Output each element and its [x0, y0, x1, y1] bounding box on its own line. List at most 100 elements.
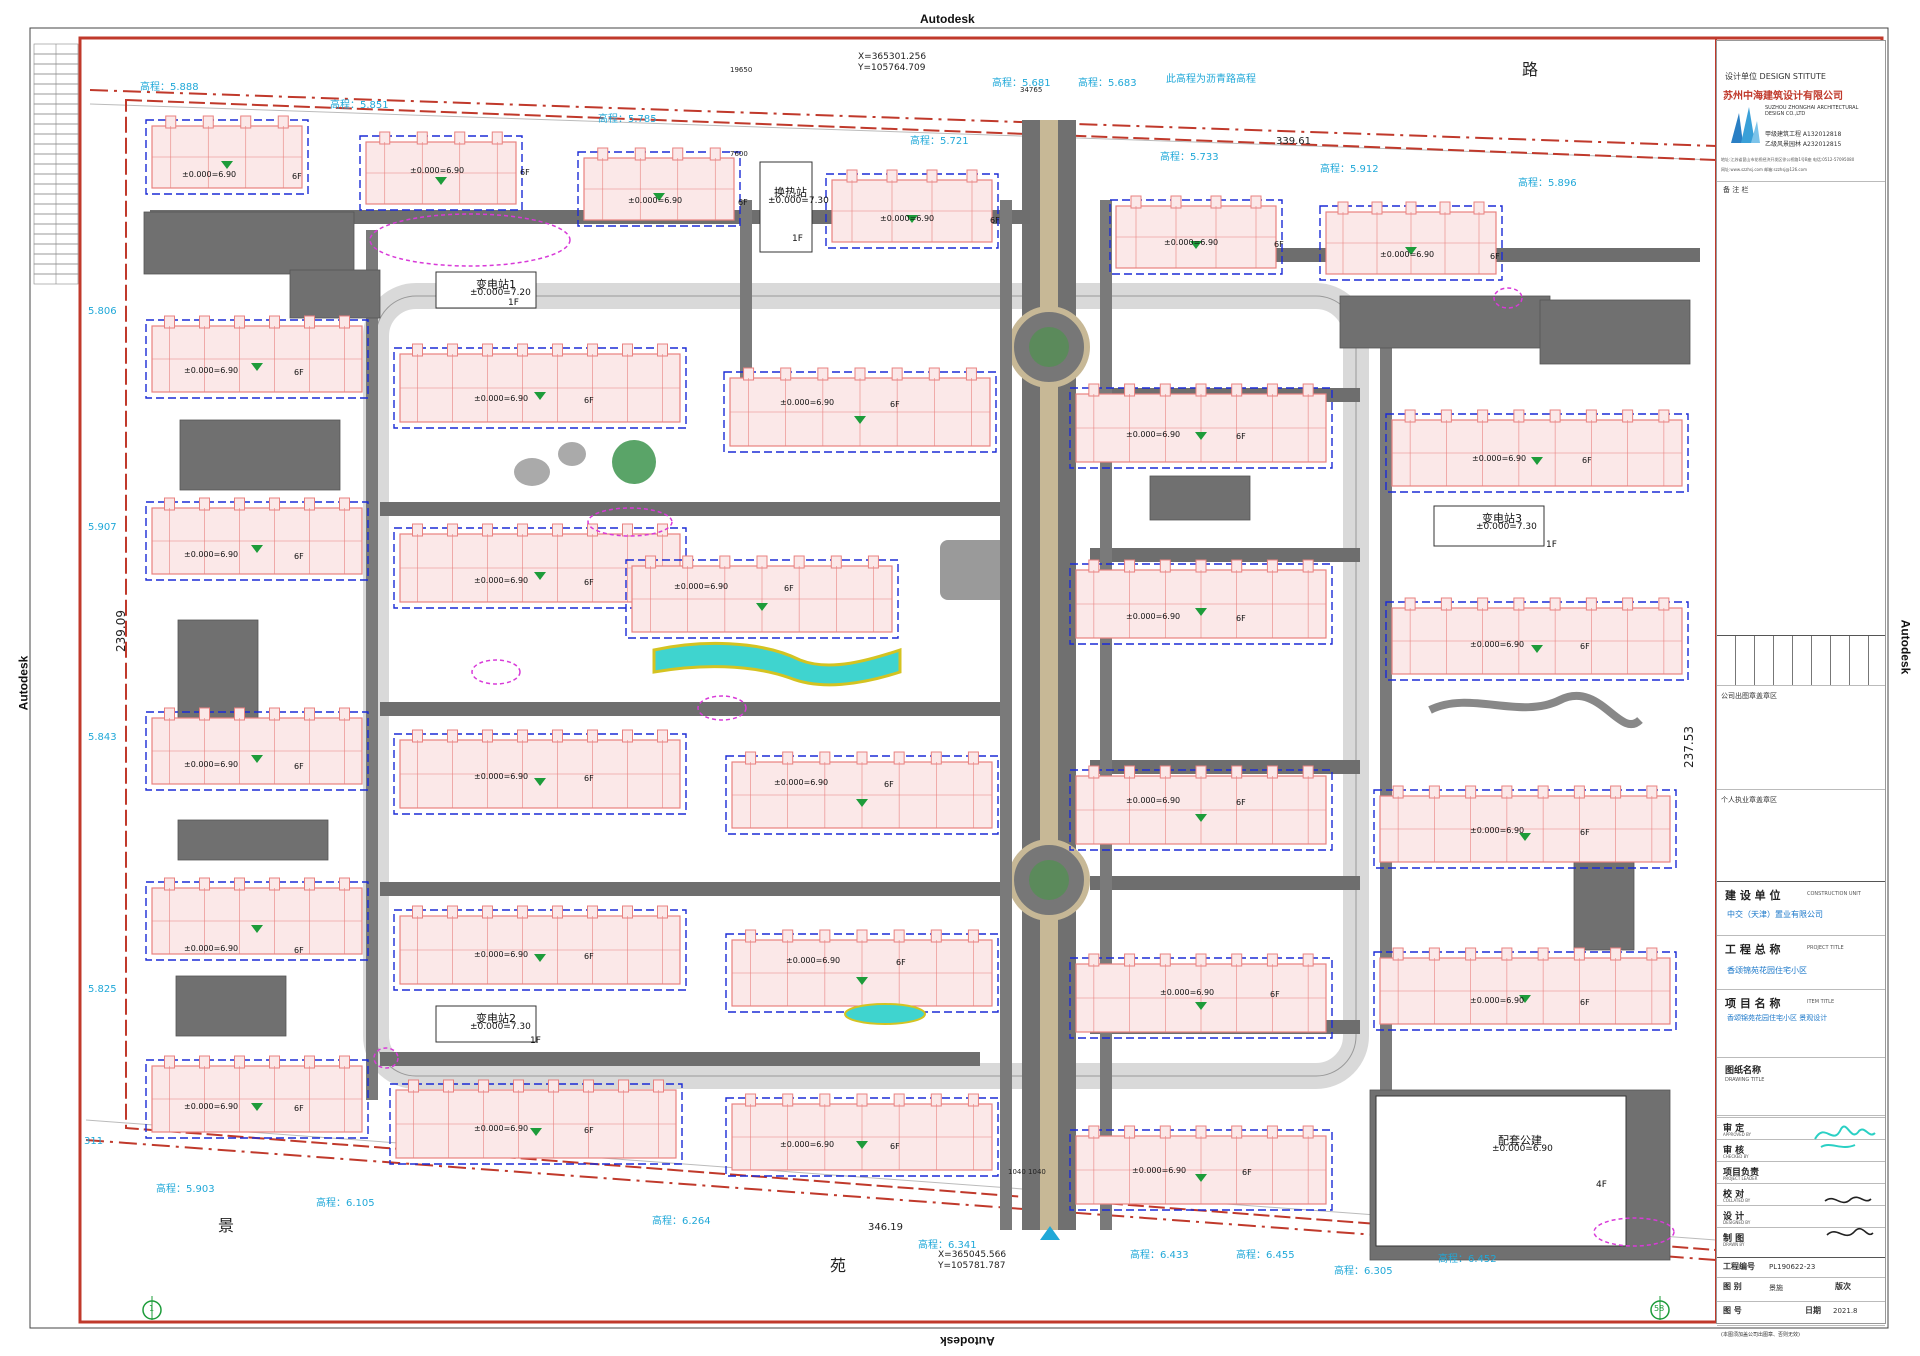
substation-1-floors: 1F — [508, 298, 519, 308]
building-level: ±0.000=6.90 — [184, 944, 239, 953]
residential-buildings — [145, 115, 1689, 1247]
client-sub: CONSTRUCTION UNIT — [1807, 891, 1861, 897]
building-floors: 6F — [294, 368, 304, 377]
elevation-label: 高程：6.341 — [918, 1240, 977, 1251]
remarks-label: 备 注 栏 — [1723, 186, 1749, 194]
title-block: 设计单位 DESIGN STITUTE 苏州中海建筑设计有限公司 SUZHOU … — [1716, 40, 1886, 1338]
building-level: ±0.000=6.90 — [474, 950, 529, 959]
dim-north-road: 34765 — [1020, 86, 1043, 94]
coord-south-y: Y=105781.787 — [938, 1261, 1006, 1271]
building-floors: 6F — [890, 400, 900, 409]
building-level: ±0.000=6.90 — [774, 778, 829, 787]
building-level: ±0.000=6.90 — [786, 956, 841, 965]
drawing-title-label: 图纸名称 — [1725, 1066, 1762, 1076]
building-level: ±0.000=6.90 — [184, 366, 239, 375]
version-label: 版次 — [1835, 1282, 1851, 1291]
elevation-label: 高程：5.903 — [156, 1184, 215, 1195]
building-level: ±0.000=6.90 — [184, 760, 239, 769]
building-floors: 6F — [884, 780, 894, 789]
dim-west-depth: 239.09 — [114, 610, 128, 652]
personal-stamp-area: 个人执业章盖章区 — [1721, 796, 1777, 804]
elevation-label: 高程：5.896 — [1518, 178, 1577, 189]
dim-north-gate: 19650 — [730, 66, 753, 74]
elevation-label: 高程：6.305 — [1334, 1266, 1393, 1277]
substation-3-level: ±0.000=7.30 — [1476, 522, 1537, 532]
building-level: ±0.000=6.90 — [1470, 826, 1525, 835]
company-web: 网址:www.szzhsj.com 邮箱:szzhsj@126.com — [1721, 167, 1807, 172]
building-floors: 6F — [1270, 990, 1280, 999]
cert-1: 甲级建筑工程 A132012818 — [1765, 131, 1842, 138]
substation-1-name: 变电站1 — [476, 278, 516, 291]
role-label: 校 对 — [1723, 1190, 1745, 1200]
heat-station-name: 换热站 — [774, 186, 807, 199]
building-floors: 6F — [890, 1142, 900, 1151]
dim-east-depth: 237.53 — [1682, 726, 1696, 768]
building-level: ±0.000=6.90 — [780, 398, 835, 407]
remarks-grid — [1717, 635, 1885, 686]
project-no-label: 工程编号 — [1723, 1262, 1755, 1271]
building-floors: 6F — [294, 552, 304, 561]
substation-2-level: ±0.000=7.30 — [470, 1022, 531, 1032]
role-sub: PROJECT LEADER — [1723, 1176, 1758, 1181]
elevation-label: 高程：6.433 — [1130, 1250, 1189, 1261]
building-level: ±0.000=6.90 — [1472, 454, 1527, 463]
signature-2 — [1821, 1191, 1877, 1255]
project-no-value: PL190622-23 — [1769, 1263, 1816, 1271]
building-level: ±0.000=6.90 — [628, 196, 683, 205]
dim-gate-w2: 1040 1040 — [1008, 1168, 1046, 1176]
coord-south-x: X=365045.566 — [938, 1250, 1007, 1260]
dim-south-width: 346.19 — [868, 1222, 903, 1233]
watermark-top: Autodesk — [920, 12, 975, 26]
building-floors: 6F — [1236, 614, 1246, 623]
item-value: 香颂锦苑花园住宅小区 景观设计 — [1727, 1014, 1828, 1022]
building-level: ±0.000=6.90 — [474, 576, 529, 585]
north-road-label: 路 — [1522, 60, 1539, 79]
building-level: ±0.000=6.90 — [674, 582, 729, 591]
building-level: ±0.000=6.90 — [1126, 612, 1181, 621]
building-level: ±0.000=6.90 — [182, 170, 237, 179]
validity-footer: (本图须加盖公司出图章、否则无效) — [1721, 1332, 1800, 1338]
elevation-label: 高程：5.888 — [140, 82, 199, 93]
building-level: ±0.000=6.90 — [474, 394, 529, 403]
elevation-label: 高程：5.721 — [910, 136, 969, 147]
project-value: 香颂锦苑花园住宅小区 — [1727, 966, 1807, 975]
building-floors: 6F — [584, 578, 594, 587]
elevation-label: 5.806 — [88, 306, 117, 317]
project-sub: PROJECT TITLE — [1807, 945, 1844, 951]
south-road-label-1: 景 — [218, 1216, 235, 1235]
role-sub: DESIGNED BY — [1723, 1220, 1751, 1225]
building-floors: 6F — [1236, 432, 1246, 441]
role-label: 审 核 — [1723, 1146, 1745, 1156]
elevation-label: 高程：5.785 — [598, 114, 657, 125]
building-floors: 6F — [738, 198, 748, 207]
role-sub: APPROVED BY — [1723, 1132, 1752, 1137]
building-level: ±0.000=6.90 — [184, 1102, 239, 1111]
building-floors: 6F — [294, 762, 304, 771]
role-sub: DRAWN BY — [1723, 1242, 1745, 1247]
role-row — [1717, 1161, 1885, 1162]
item-sub: ITEM TITLE — [1807, 999, 1835, 1005]
project-label: 工 程 总 称 — [1725, 943, 1781, 956]
elevation-label: 5.907 — [88, 522, 117, 533]
substation-3-name: 变电站3 — [1482, 512, 1522, 525]
elevation-label: 高程：6.455 — [1236, 1250, 1295, 1261]
substation-3-floors: 1F — [1546, 540, 1557, 550]
building-floors: 6F — [1274, 240, 1284, 249]
building-floors: 6F — [1582, 456, 1592, 465]
date-value: 2021.8 — [1833, 1307, 1858, 1315]
company-name-en: SUZHOU ZHONGHAI ARCHITECTURAL DESIGN CO.… — [1765, 105, 1859, 117]
building-level: ±0.000=6.90 — [1470, 640, 1525, 649]
role-sub: CHECKED BY — [1723, 1154, 1749, 1159]
elevation-label: 高程：6.452 — [1438, 1254, 1497, 1265]
heat-station-floors: 1F — [792, 234, 803, 244]
coord-north-x: X=365301.256 — [858, 52, 927, 62]
axis-marker-1: 1 — [149, 1304, 155, 1313]
signature-1 — [1811, 1117, 1877, 1161]
elevation-label: 高程：5.912 — [1320, 164, 1379, 175]
building-floors: 6F — [1490, 252, 1500, 261]
public-building-level: ±0.000=6.90 — [1492, 1144, 1553, 1154]
dim-north-width: 339.61 — [1276, 136, 1311, 147]
role-row — [1717, 1117, 1885, 1118]
elevation-label: 高程：5.733 — [1160, 152, 1219, 163]
